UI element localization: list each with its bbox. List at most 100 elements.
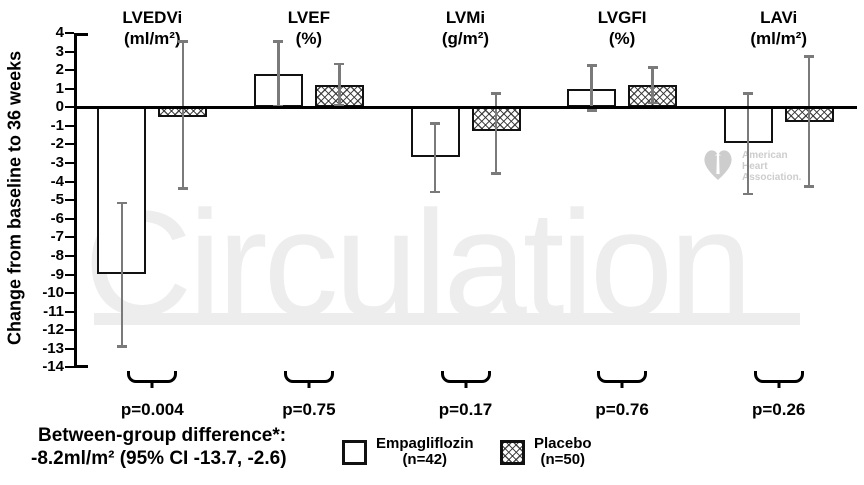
category-unit: (ml/m²) [750, 29, 808, 48]
category-title-lvgfi: LVGFI (%) [547, 7, 697, 49]
y-tick [65, 292, 74, 295]
error-bar-cap-bottom [491, 172, 501, 175]
y-tick [65, 199, 74, 202]
y-tick [65, 273, 74, 276]
category-name: LVGFI [597, 8, 647, 27]
category-title-lvef: LVEF(%) [234, 7, 384, 49]
y-tick-label: -14 [42, 358, 64, 376]
group-brace [283, 371, 334, 383]
zero-baseline [74, 105, 857, 109]
aha-heart-icon [704, 150, 732, 180]
y-tick-label: -2 [50, 135, 64, 153]
p-value-label: p=0.26 [751, 400, 806, 419]
y-tick-label: -1 [50, 116, 64, 134]
y-tick-label: -11 [43, 302, 64, 320]
y-axis-top-tick [74, 33, 88, 36]
y-tick [65, 50, 74, 53]
y-tick-label: -3 [50, 154, 64, 172]
y-tick [65, 236, 74, 239]
error-bar-cap-bottom [334, 103, 345, 107]
error-bar-cap-top [334, 62, 345, 66]
error-bar-cap-top [177, 40, 188, 43]
category-name: LAVi [760, 8, 798, 27]
group-brace [753, 371, 804, 383]
y-tick [65, 347, 74, 350]
legend-label-placebo: Placebo [534, 435, 592, 452]
error-bar-line [590, 66, 593, 110]
error-bar-line [338, 64, 341, 104]
y-tick-label: 3 [55, 42, 64, 60]
y-tick-label: -7 [50, 228, 64, 246]
error-bar-cap-top [116, 201, 127, 205]
error-bar-line [277, 42, 280, 106]
y-tick-label: 0 [55, 98, 64, 116]
y-tick-label: -12 [42, 321, 64, 339]
error-bar-cap-top [586, 64, 597, 67]
error-bar-cap-top [743, 92, 754, 95]
y-tick [65, 69, 74, 72]
error-bar-line [181, 42, 185, 188]
y-tick-label: -10 [42, 284, 64, 302]
error-bar-cap-bottom [743, 192, 754, 196]
placebo-swatch [500, 439, 525, 465]
y-tick [65, 180, 74, 183]
footnote-line1: Between-group difference*: [38, 425, 287, 446]
error-bar-cap-top [273, 40, 284, 43]
y-tick [65, 217, 74, 220]
legend-item-empagliflozin: Empagliflozin (n=42) [342, 436, 474, 468]
legend-n-placebo: (n=50) [540, 451, 586, 468]
category-unit: (%) [608, 29, 636, 48]
error-bar-line [120, 203, 124, 346]
aha-logo: American Heart Association. [700, 144, 801, 184]
p-value-label: p=0.75 [282, 400, 336, 419]
y-tick-label: 1 [55, 79, 64, 97]
y-tick [65, 254, 74, 257]
watermark-underline [94, 313, 800, 325]
error-bar-cap-bottom [586, 109, 597, 112]
y-tick-label: -8 [50, 246, 64, 264]
category-name: LVEDVi [122, 8, 183, 27]
group-brace [597, 371, 648, 383]
y-tick [65, 310, 74, 313]
aha-text-line: Association. [742, 172, 802, 183]
aha-text-line: Heart [742, 161, 768, 172]
aha-text-line: American [742, 150, 788, 161]
error-bar-line [746, 94, 750, 193]
y-tick-label: -4 [50, 172, 64, 190]
category-unit: (g/m²) [441, 29, 490, 48]
y-tick [65, 87, 74, 90]
category-title-lavi: LAVi (ml/m²) [704, 7, 854, 49]
p-value-label: p=0.004 [120, 400, 184, 419]
error-bar-cap-top [804, 55, 815, 58]
y-tick-label: -6 [50, 209, 64, 227]
error-bar-cap-bottom [177, 187, 188, 190]
y-tick-label: -9 [50, 265, 64, 283]
y-tick [65, 329, 74, 332]
y-tick [65, 143, 74, 146]
group-brace [127, 371, 178, 383]
category-name: LVEF [287, 8, 330, 27]
y-tick [65, 162, 74, 165]
error-bar-line [807, 57, 811, 186]
footnote-line2: -8.2ml/m² (95% CI -13.7, -2.6) [31, 448, 287, 469]
empagliflozin-swatch [342, 439, 367, 465]
y-axis-line [74, 33, 77, 368]
y-tick-label: 2 [55, 61, 64, 79]
category-title-lvedvi: LVEDVi (ml/m²) [77, 7, 227, 49]
error-bar-cap-bottom [116, 345, 127, 348]
error-bar-cap-top [647, 66, 658, 69]
y-tick-label: -13 [42, 339, 64, 357]
error-bar-cap-top [491, 92, 501, 95]
y-tick [65, 366, 74, 369]
y-tick [65, 106, 74, 109]
group-brace [440, 371, 491, 383]
category-name: LVMi [445, 8, 486, 27]
y-tick-label: -5 [50, 191, 64, 209]
y-tick [65, 124, 74, 127]
p-value-label: p=0.17 [438, 400, 493, 419]
between-group-difference-note: Between-group difference*: -8.2ml/m² (95… [31, 424, 287, 470]
error-bar-line [433, 124, 437, 191]
error-bar-line [651, 68, 654, 102]
category-unit: (ml/m²) [123, 29, 181, 48]
